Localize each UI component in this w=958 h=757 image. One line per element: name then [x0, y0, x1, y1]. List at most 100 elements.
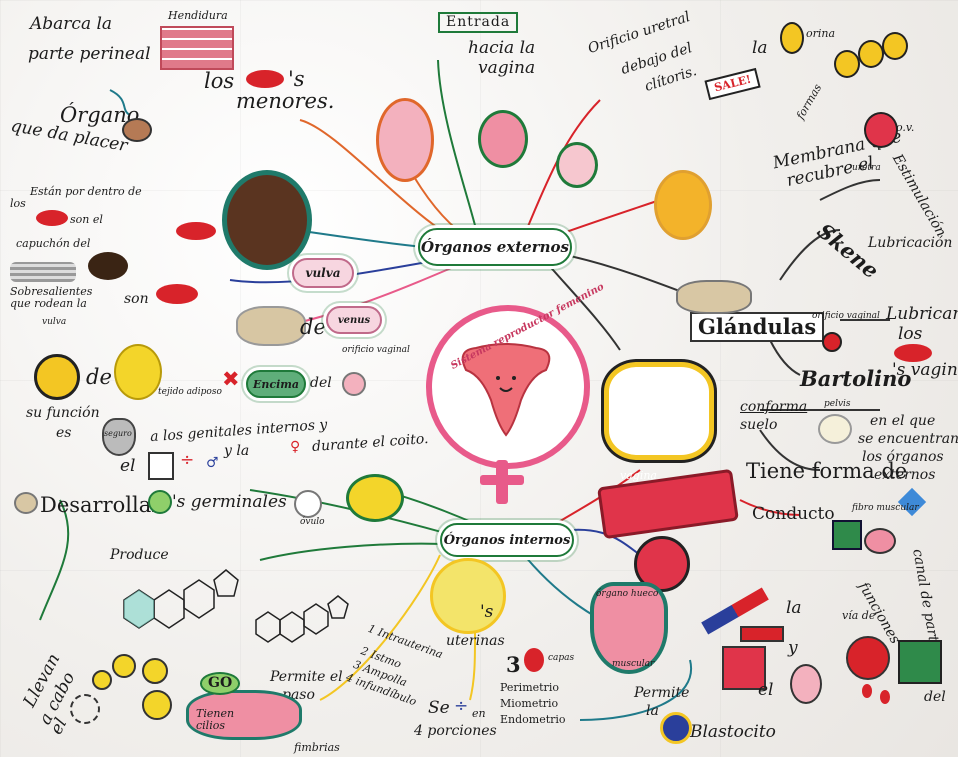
lips-icon-3 [176, 222, 216, 240]
clitoris-brown-icon [222, 170, 312, 270]
menstruation-circle-icon [846, 636, 890, 680]
el-right-label: el [758, 682, 774, 700]
follicle-icon-1 [92, 670, 112, 690]
permite-el-paso-1: Permite el [270, 670, 343, 685]
desarrollan-label: Desarrollan [40, 494, 165, 516]
capas-number: 3 [506, 654, 521, 676]
ovulo-icon [294, 490, 322, 518]
via-label: vía de [842, 610, 875, 622]
hub-organos-externos[interactable]: Órganos externos [418, 228, 572, 266]
sun-icon [34, 354, 80, 400]
pelvis-bone-icon [818, 414, 852, 444]
venus-label: venus [338, 315, 370, 326]
uretra-small: uretra [852, 164, 881, 173]
de2-label: de [86, 366, 112, 388]
male-symbol-icon: ♂ [206, 456, 219, 471]
red-bar-icon [740, 626, 784, 642]
encima-cloud[interactable]: Encima [246, 370, 306, 398]
ovulo-label: óvulo [300, 518, 325, 527]
fallopian-yellow-icon [430, 558, 506, 634]
green-square-icon [898, 640, 942, 684]
encima-label: Encima [253, 378, 299, 391]
s-mark-label: 's [480, 604, 493, 622]
layers-red-icon [524, 648, 544, 672]
pelvis-triangle-icon [604, 362, 714, 460]
venus-cloud[interactable]: venus [326, 306, 382, 334]
orina-dot-3 [882, 32, 908, 60]
orificio-vaginal-icon [342, 372, 366, 396]
estan-line1: Están por dentro de [30, 186, 142, 198]
permite-line1: Permite [634, 686, 689, 701]
female-symbol-icon: ♀ [290, 440, 300, 455]
uretra-icon [556, 142, 598, 188]
cervix-small-icon [790, 664, 822, 704]
calendar-icon [148, 452, 174, 480]
glandulas-label: Glándulas [690, 312, 824, 342]
capa-2: Miometrio [500, 698, 558, 710]
s-menores: 's [288, 68, 305, 90]
hacia-label: hacia la [468, 40, 535, 58]
funcion-line1: su función [26, 406, 100, 421]
lubricacion-label: Lubricación [868, 236, 952, 251]
lubrican-line2: los [898, 326, 922, 344]
en-label: en [472, 708, 486, 720]
blood-drop-2 [880, 690, 890, 704]
y-la-label: y la [224, 444, 249, 459]
hendidura-label: Hendidura [168, 10, 228, 22]
entrada-label: Entrada [438, 12, 518, 33]
blood-drop-1 [862, 684, 872, 698]
sobresalientes-stripes-icon [10, 262, 76, 282]
vulva-pink-icon [376, 98, 434, 182]
hub-organos-internos[interactable]: Órganos internos [440, 523, 574, 557]
hub-organos-externos-label: Órganos externos [421, 238, 569, 256]
organo-hueco-label: órgano hueco [596, 590, 658, 599]
division-icon: ÷ [180, 452, 194, 470]
vagina-tag: vagina [620, 470, 657, 482]
bartolino-dot [822, 332, 842, 352]
muscular-label: muscular [612, 660, 654, 669]
seguro-label: seguro [104, 430, 132, 438]
glandulas-tissue-icon [676, 280, 752, 314]
vulva-label: vulva [305, 266, 340, 280]
drop-icon [780, 22, 804, 54]
capuchon-icon [88, 252, 128, 280]
cycle-arrows-icon [70, 694, 100, 724]
en-el-que-2: se encuentran [858, 432, 958, 447]
orificio-vaginal-label: orificio vaginal [342, 346, 410, 355]
uterus-icon [446, 330, 566, 440]
conforma-label: conforma [740, 400, 807, 415]
tienen-cilios-label: Tienen cilios [196, 708, 236, 731]
pelvis-label: pelvis [824, 400, 851, 409]
vulva-small: vulva [42, 318, 66, 327]
lips-icon-1 [246, 70, 284, 88]
lips-icon-4 [156, 284, 198, 304]
eye-icon [122, 118, 152, 142]
estan-line2: los [10, 198, 26, 210]
follicle-icon-2 [112, 654, 136, 678]
en-el-que-1: en el que [870, 414, 935, 429]
progesterone-molecule-icon [246, 580, 366, 660]
blastocito-label: Blastocito [690, 724, 776, 742]
uterinas-label: uterinas [446, 634, 505, 649]
son-label: son [124, 292, 149, 307]
del-label: del [310, 376, 332, 391]
go-badge: GO [200, 672, 240, 695]
capa-1: Perimetrio [500, 682, 559, 694]
hub-organos-internos-label: Órganos internos [444, 533, 571, 548]
suelo-label: suelo [740, 418, 777, 433]
bartolino-label: Bartolino [800, 368, 911, 390]
tiene-forma-label: Tiene forma de [746, 460, 907, 482]
vulva-cloud[interactable]: vulva [292, 258, 354, 288]
del-right-label: del [924, 690, 946, 705]
estrogen-molecule-icon [104, 530, 254, 640]
sobresalientes-label: Sobresalientes que rodean la [10, 286, 100, 309]
capuchon-label: capuchón del [16, 238, 90, 250]
conducto-label: Conducto [752, 506, 835, 524]
lips-icon-2 [36, 210, 68, 226]
ov-label: o.v. [896, 122, 914, 134]
follicle-icon-3 [142, 658, 168, 684]
follicle-icon-4 [142, 690, 172, 720]
y-right-label: y [788, 640, 798, 658]
muscle-green-icon [832, 520, 862, 550]
germinal-cell-icon [14, 492, 38, 514]
